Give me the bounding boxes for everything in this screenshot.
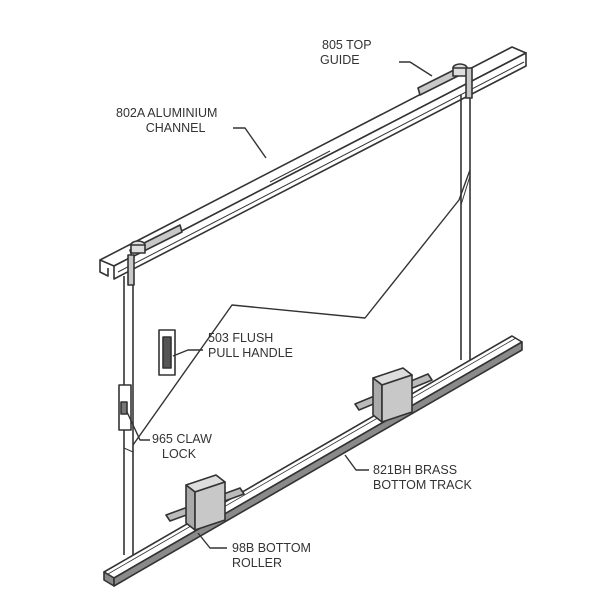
label-line: BOTTOM TRACK — [373, 478, 472, 492]
top-guide-left — [127, 224, 183, 286]
label-flush-pull-handle: 503 FLUSH PULL HANDLE — [208, 331, 293, 361]
label-line: GUIDE — [320, 53, 360, 67]
label-line: 98B BOTTOM — [232, 541, 311, 555]
label-aluminium-channel: 802A ALUMINIUM CHANNEL — [116, 106, 217, 136]
label-line: 802A ALUMINIUM — [116, 106, 218, 120]
label-line: 805 TOP — [322, 38, 372, 52]
door-panel — [123, 90, 471, 555]
top-guide-right — [417, 63, 473, 99]
bottom-roller-left — [165, 474, 245, 531]
label-claw-lock: 965 CLAW LOCK — [152, 432, 212, 462]
label-bottom-roller: 98B BOTTOM ROLLER — [232, 541, 311, 571]
label-line: LOCK — [162, 447, 197, 461]
label-line: 503 FLUSH — [208, 331, 274, 345]
flush-pull-handle — [158, 329, 176, 376]
label-line: CHANNEL — [145, 121, 206, 135]
label-line: 821BH BRASS — [373, 463, 458, 477]
leader-lines — [126, 61, 433, 549]
label-line: PULL HANDLE — [208, 346, 293, 360]
label-line: 965 CLAW — [152, 432, 212, 446]
claw-lock — [118, 384, 132, 431]
bottom-roller-right — [354, 367, 433, 423]
label-line: ROLLER — [232, 556, 283, 570]
label-top-guide: 805 TOP GUIDE — [320, 38, 372, 68]
label-bottom-track: 821BH BRASS BOTTOM TRACK — [373, 463, 472, 493]
aluminium-channel — [99, 46, 527, 280]
